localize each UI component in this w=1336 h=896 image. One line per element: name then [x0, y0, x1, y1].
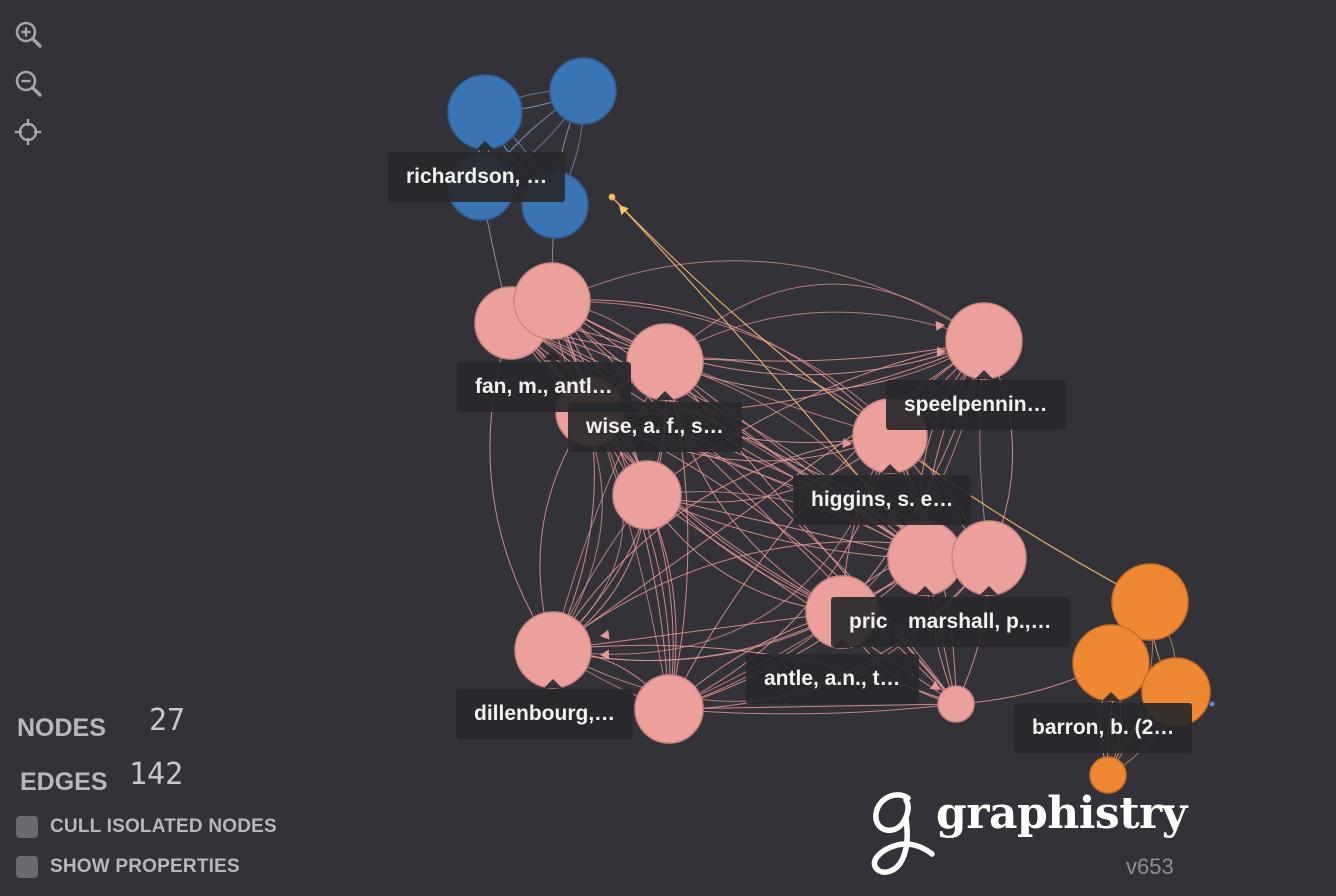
nodes-label: NODES: [17, 714, 106, 742]
edge-pink: [551, 300, 595, 651]
graph-node-blue[interactable]: [549, 57, 617, 125]
nodes-count: 27: [149, 703, 186, 738]
edge-pink: [510, 322, 985, 362]
edge-arrowhead: [600, 649, 610, 660]
node-label-speelpenning[interactable]: speelpennin…: [886, 380, 1066, 430]
edge-arrowhead: [935, 320, 945, 331]
label-pointer: [916, 586, 934, 595]
show-properties-checkbox[interactable]: [16, 856, 38, 878]
graph-node-small[interactable]: [1209, 701, 1215, 707]
edge-pink: [646, 491, 926, 559]
graph-node-pink[interactable]: [626, 323, 704, 401]
node-label-barron[interactable]: barron, b. (2…: [1014, 703, 1193, 753]
graph-node-orange[interactable]: [1072, 624, 1150, 702]
zoom-out-button[interactable]: [12, 67, 44, 99]
node-label-pric[interactable]: pric: [831, 597, 894, 647]
graph-node-orange[interactable]: [1089, 756, 1127, 794]
node-label-dillenbourg[interactable]: dillenbourg,…: [456, 689, 634, 739]
label-pointer: [881, 464, 899, 473]
edge-pink: [552, 611, 843, 661]
zoom-in-icon: [15, 21, 42, 48]
edge-pink: [551, 299, 891, 437]
graph-node-pink[interactable]: [951, 520, 1027, 596]
label-pointer: [656, 391, 674, 400]
crosshair-icon: [15, 119, 41, 145]
edges-count: 142: [129, 757, 184, 792]
edge-arrowhead: [936, 346, 946, 357]
node-label-marshall[interactable]: marshall, p.,…: [890, 597, 1070, 647]
label-pointer: [543, 351, 561, 360]
label-pointer: [975, 370, 993, 379]
graph-node-pink[interactable]: [945, 302, 1023, 380]
graphistry-logo: graphistry v653: [868, 788, 1188, 888]
graph-node-pink[interactable]: [612, 460, 682, 530]
cull-isolated-nodes-option[interactable]: CULL ISOLATED NODES: [16, 815, 277, 839]
brand-name: graphistry: [936, 788, 1187, 839]
label-pointer: [476, 141, 494, 150]
zoom-in-button[interactable]: [12, 18, 44, 50]
edge-pink: [668, 557, 926, 710]
edge-arrowhead: [929, 680, 940, 690]
graph-node-pink[interactable]: [887, 520, 963, 596]
edges-label: EDGES: [20, 768, 108, 796]
label-pointer: [980, 586, 998, 595]
graph-node-orange[interactable]: [1111, 563, 1189, 641]
edge-arrowhead: [842, 438, 852, 449]
edge-pink: [664, 283, 985, 363]
cull-isolated-nodes-checkbox[interactable]: [16, 816, 38, 838]
edge-pink: [589, 411, 677, 710]
graphistry-g-icon: [871, 792, 935, 875]
node-label-wise[interactable]: wise, a. f., s…: [568, 402, 742, 452]
label-pointer: [1102, 692, 1120, 701]
label-pointer: [544, 679, 562, 688]
brand-version: v653: [1126, 854, 1174, 879]
center-view-button[interactable]: [12, 116, 44, 148]
node-label-higgins[interactable]: higgins, s. e…: [793, 475, 972, 525]
graph-node-yellow[interactable]: [608, 193, 616, 201]
edge-arrowhead: [619, 205, 629, 216]
graph-node-pink[interactable]: [937, 685, 975, 723]
edge-pink: [668, 557, 926, 710]
edge-arrowhead: [600, 629, 610, 640]
node-label-richardson[interactable]: richardson, …: [388, 152, 566, 202]
edge-pink: [664, 361, 926, 559]
graph-node-blue[interactable]: [447, 74, 523, 150]
edge-pink: [668, 703, 957, 710]
show-properties-label: SHOW PROPERTIES: [50, 856, 240, 877]
edge-pink: [668, 703, 957, 715]
graph-node-pink[interactable]: [634, 674, 704, 744]
node-label-antle[interactable]: antle, a.n., t…: [746, 654, 919, 704]
edge-pink: [552, 361, 666, 651]
edge-pink: [646, 340, 985, 496]
edge-pink: [551, 300, 957, 705]
graph-node-pink[interactable]: [513, 262, 591, 340]
cull-isolated-nodes-label: CULL ISOLATED NODES: [50, 816, 277, 837]
graph-node-pink[interactable]: [514, 611, 592, 689]
show-properties-option[interactable]: SHOW PROPERTIES: [16, 855, 240, 879]
zoom-out-icon: [15, 70, 42, 97]
